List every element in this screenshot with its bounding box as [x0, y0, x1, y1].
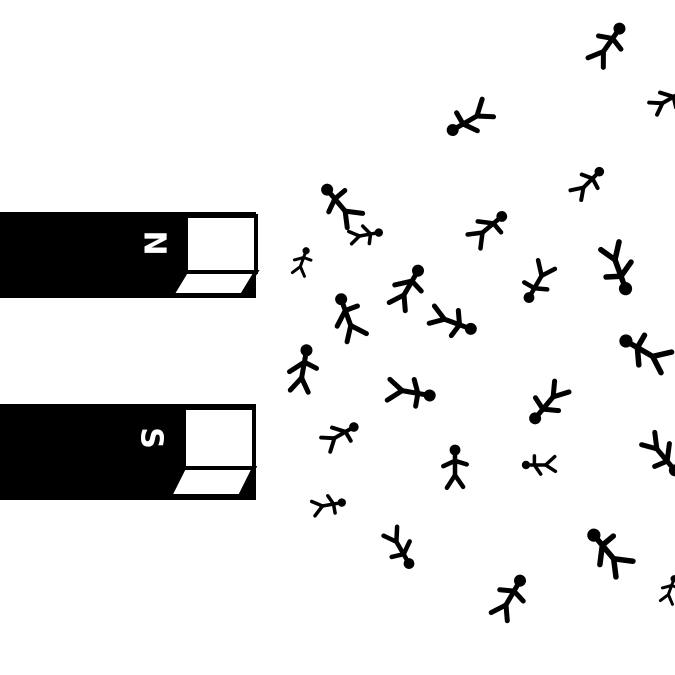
magnet-south-end-face [182, 406, 256, 470]
magnet-north: N [0, 212, 260, 298]
north-pole-label: N [137, 230, 172, 255]
stick-figure-icon [384, 376, 436, 409]
stick-figure-icon [441, 444, 469, 491]
stick-figure-icon [521, 454, 558, 476]
stick-figure-crowd [287, 22, 675, 624]
stick-figure-icon [334, 293, 369, 345]
stick-figure-icon [658, 575, 675, 606]
magnet-south: S [0, 404, 258, 500]
stick-figure-icon [488, 574, 526, 624]
stick-figure-icon [446, 96, 497, 136]
stick-figure-icon [346, 224, 383, 246]
stick-figure-icon [639, 429, 675, 477]
stick-figure-icon [619, 332, 675, 376]
stick-figure-icon [529, 378, 572, 425]
stick-figure-icon [287, 344, 319, 395]
stick-figure-icon [598, 239, 634, 296]
stick-figure-icon [386, 264, 424, 314]
stick-figure-icon [465, 211, 508, 251]
stick-figure-icon [585, 22, 626, 70]
south-pole-label: S [134, 427, 169, 449]
stick-figure-icon [309, 494, 346, 518]
stick-figure-icon [381, 524, 415, 569]
stick-figure-icon [426, 303, 477, 339]
stick-figure-icon [522, 257, 558, 303]
stick-figure-icon [321, 183, 366, 231]
stick-figure-icon [319, 422, 359, 454]
magnet-north-end-face [184, 214, 258, 274]
stick-figure-icon [568, 166, 605, 202]
stick-figure-icon [647, 90, 675, 117]
stick-figure-icon [587, 528, 636, 580]
stick-figure-icon [290, 247, 313, 278]
